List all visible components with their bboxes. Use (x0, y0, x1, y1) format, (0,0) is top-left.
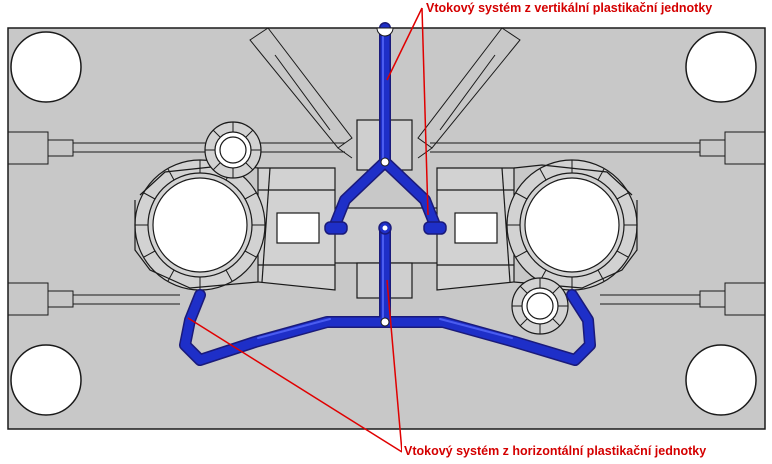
guide-hole-bottom-left (10, 344, 82, 416)
left-cylinder (134, 159, 266, 291)
guide-rails (7, 131, 766, 316)
leader-top-to-sprue (386, 7, 423, 81)
leader-bottom-to-left-runner (187, 317, 403, 453)
guide-hole-bottom-right (685, 344, 757, 416)
small-ring-upper-left (204, 121, 262, 179)
guide-hole-top-right (685, 31, 757, 103)
leader-lines (187, 7, 429, 453)
horizontal-runner-junction (380, 317, 390, 327)
left-cavity-slide (257, 167, 336, 291)
right-cavity-slide (436, 167, 515, 291)
guide-hole-top-left (10, 31, 82, 103)
leader-top-to-branch (421, 7, 429, 216)
right-cavity (454, 212, 498, 244)
leader-bottom-to-center (386, 279, 403, 453)
small-ring-lower-right (511, 277, 569, 335)
right-cylinder (506, 159, 638, 291)
guide-holes (10, 31, 757, 416)
vertical-runner-junction (380, 157, 390, 167)
left-cavity (276, 212, 320, 244)
callout-horizontal-runner: Vtokový systém z horizontální plastikačn… (402, 443, 709, 459)
horizontal-runner-sprue-point (382, 225, 388, 231)
vertical-runner-system (324, 22, 447, 235)
angled-slides (249, 27, 521, 159)
callout-vertical-runner: Vtokový systém z vertikální plastikační … (424, 0, 715, 16)
